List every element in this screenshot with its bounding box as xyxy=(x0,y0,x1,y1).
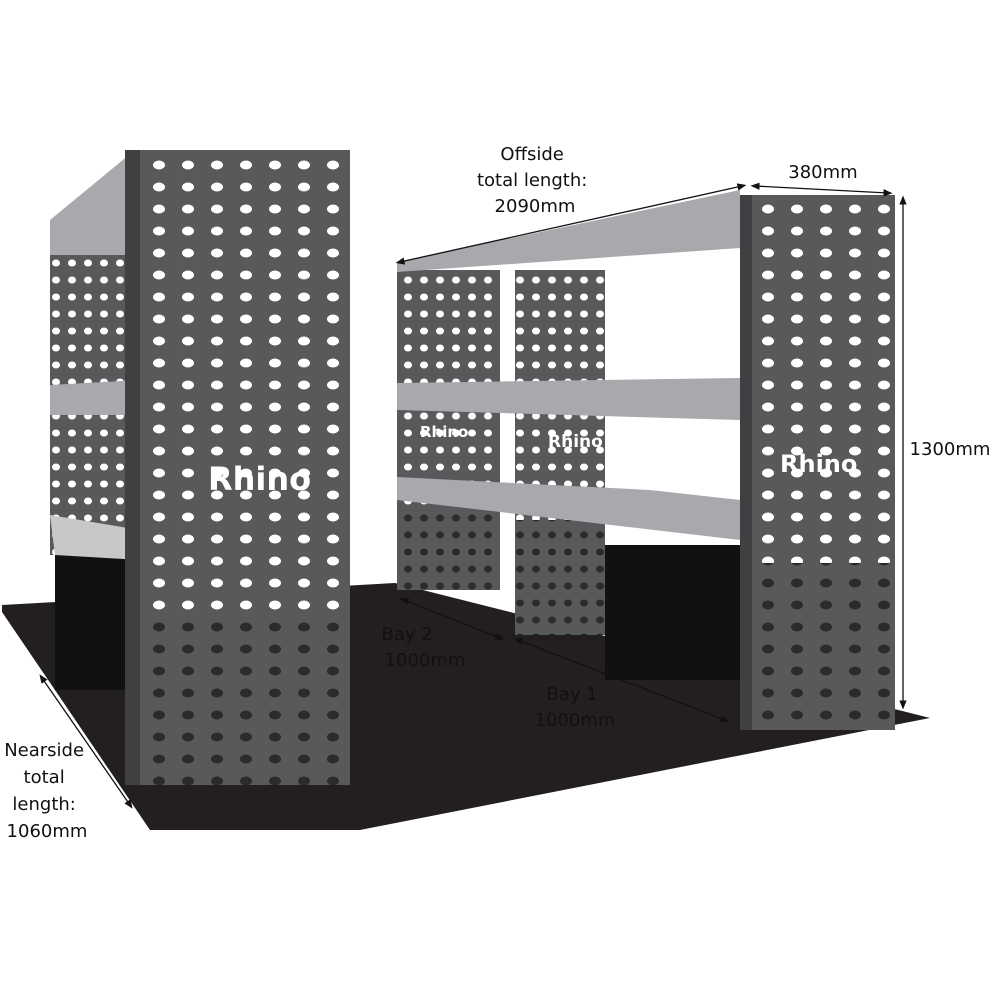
bay1-label: Bay 1 1000mm xyxy=(535,684,616,731)
nearside-unit: Rhino xyxy=(50,150,350,785)
bay2-label: Bay 2 1000mm xyxy=(382,624,466,671)
offside-label: Offside total length: 2090mm xyxy=(477,144,593,217)
nearside-length-line xyxy=(39,674,133,809)
svg-text:Rhino: Rhino xyxy=(780,450,857,478)
bottom-shelf xyxy=(397,477,740,540)
svg-text:Rhino: Rhino xyxy=(420,423,468,441)
offside-end-panel xyxy=(752,195,895,565)
rhino-logo: Rhino xyxy=(208,460,311,498)
depth-line xyxy=(750,182,893,197)
height-label: 1300mm xyxy=(910,439,991,460)
nearside-end-panel xyxy=(140,150,350,620)
nearside-label: Nearside total length: 1060mm xyxy=(4,740,90,842)
bay1-line xyxy=(513,638,730,722)
middle-shelf xyxy=(397,378,740,420)
depth-label: 380mm xyxy=(788,162,857,183)
svg-text:Rhino: Rhino xyxy=(548,432,603,452)
offside-length-line xyxy=(395,183,747,265)
bay2-line xyxy=(399,598,505,640)
